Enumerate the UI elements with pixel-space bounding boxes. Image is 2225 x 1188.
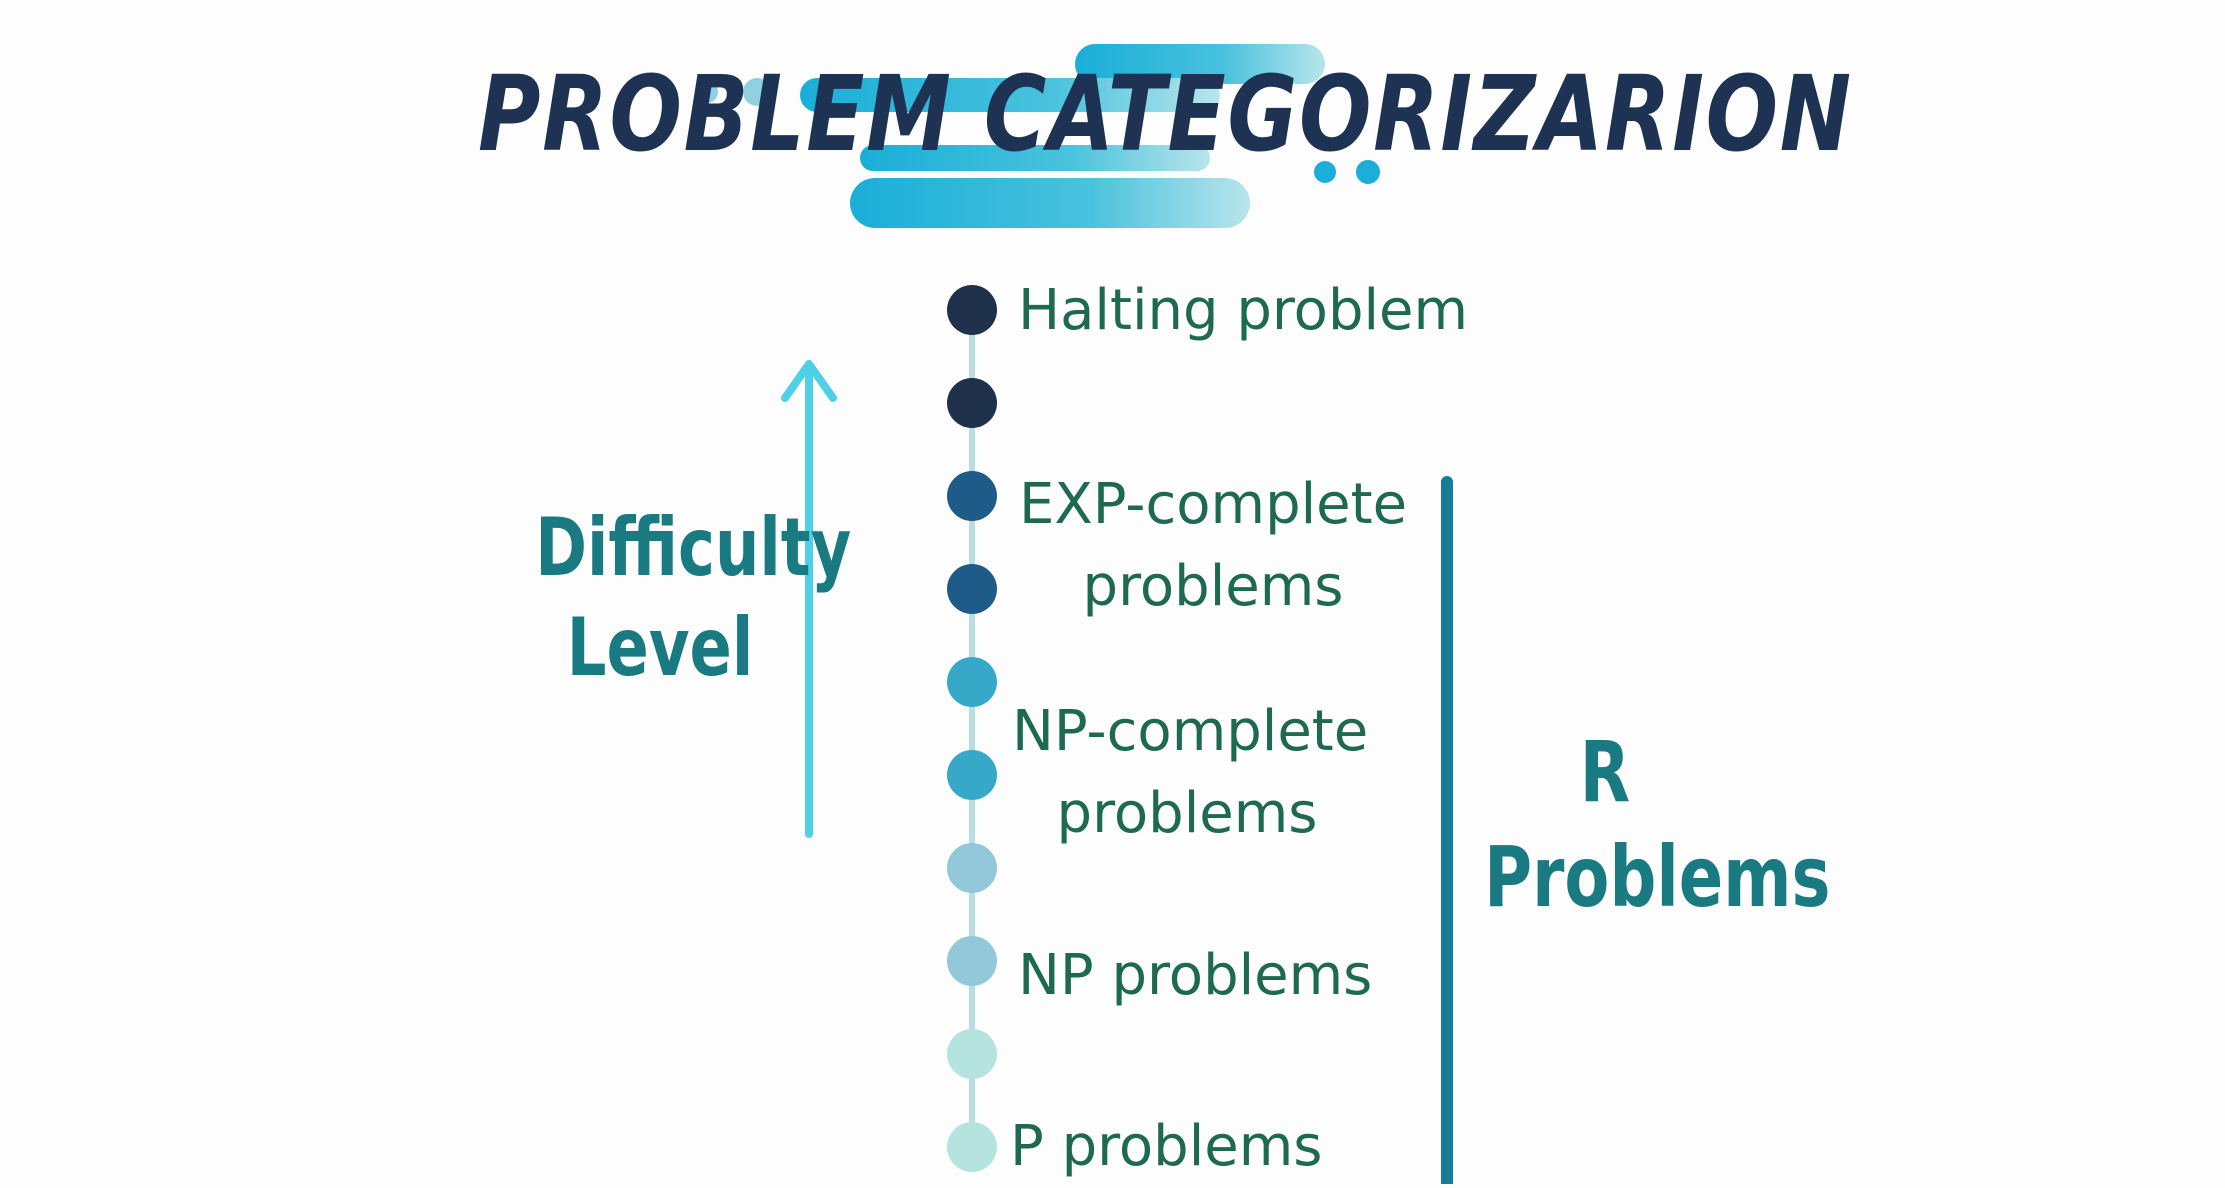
exp-label-line1: EXP-complete (1018, 472, 1408, 537)
timeline-dots (947, 285, 997, 1172)
halting-problem-label: Halting problem (1018, 278, 1469, 343)
timeline-dot (947, 285, 997, 335)
timeline-dot (947, 471, 997, 521)
timeline-dot (947, 378, 997, 428)
timeline-dot (947, 843, 997, 893)
np-complete-label: NP-complete problems (1012, 691, 1369, 855)
exp-complete-label: EXP-complete problems (1018, 464, 1408, 628)
difficulty-label-line2: Level (566, 601, 754, 694)
timeline-dot (947, 657, 997, 707)
npc-label-line1: NP-complete (1012, 699, 1369, 764)
p-problems-label: P problems (1010, 1114, 1323, 1179)
timeline-dot (947, 1122, 997, 1172)
r-label-line1: R (1579, 723, 1631, 821)
r-label-line2: Problems (1484, 828, 1831, 926)
npc-label-line2: problems (1056, 781, 1318, 846)
timeline-dot (947, 1029, 997, 1079)
page-title: PROBLEM CATEGORIZARION (478, 53, 1853, 175)
r-problems-label: R Problems (1484, 720, 1831, 930)
timeline-dot (947, 564, 997, 614)
timeline-dot (947, 936, 997, 986)
exp-label-line2: problems (1082, 554, 1344, 619)
timeline-dot (947, 750, 997, 800)
np-problems-label: NP problems (1018, 943, 1373, 1008)
